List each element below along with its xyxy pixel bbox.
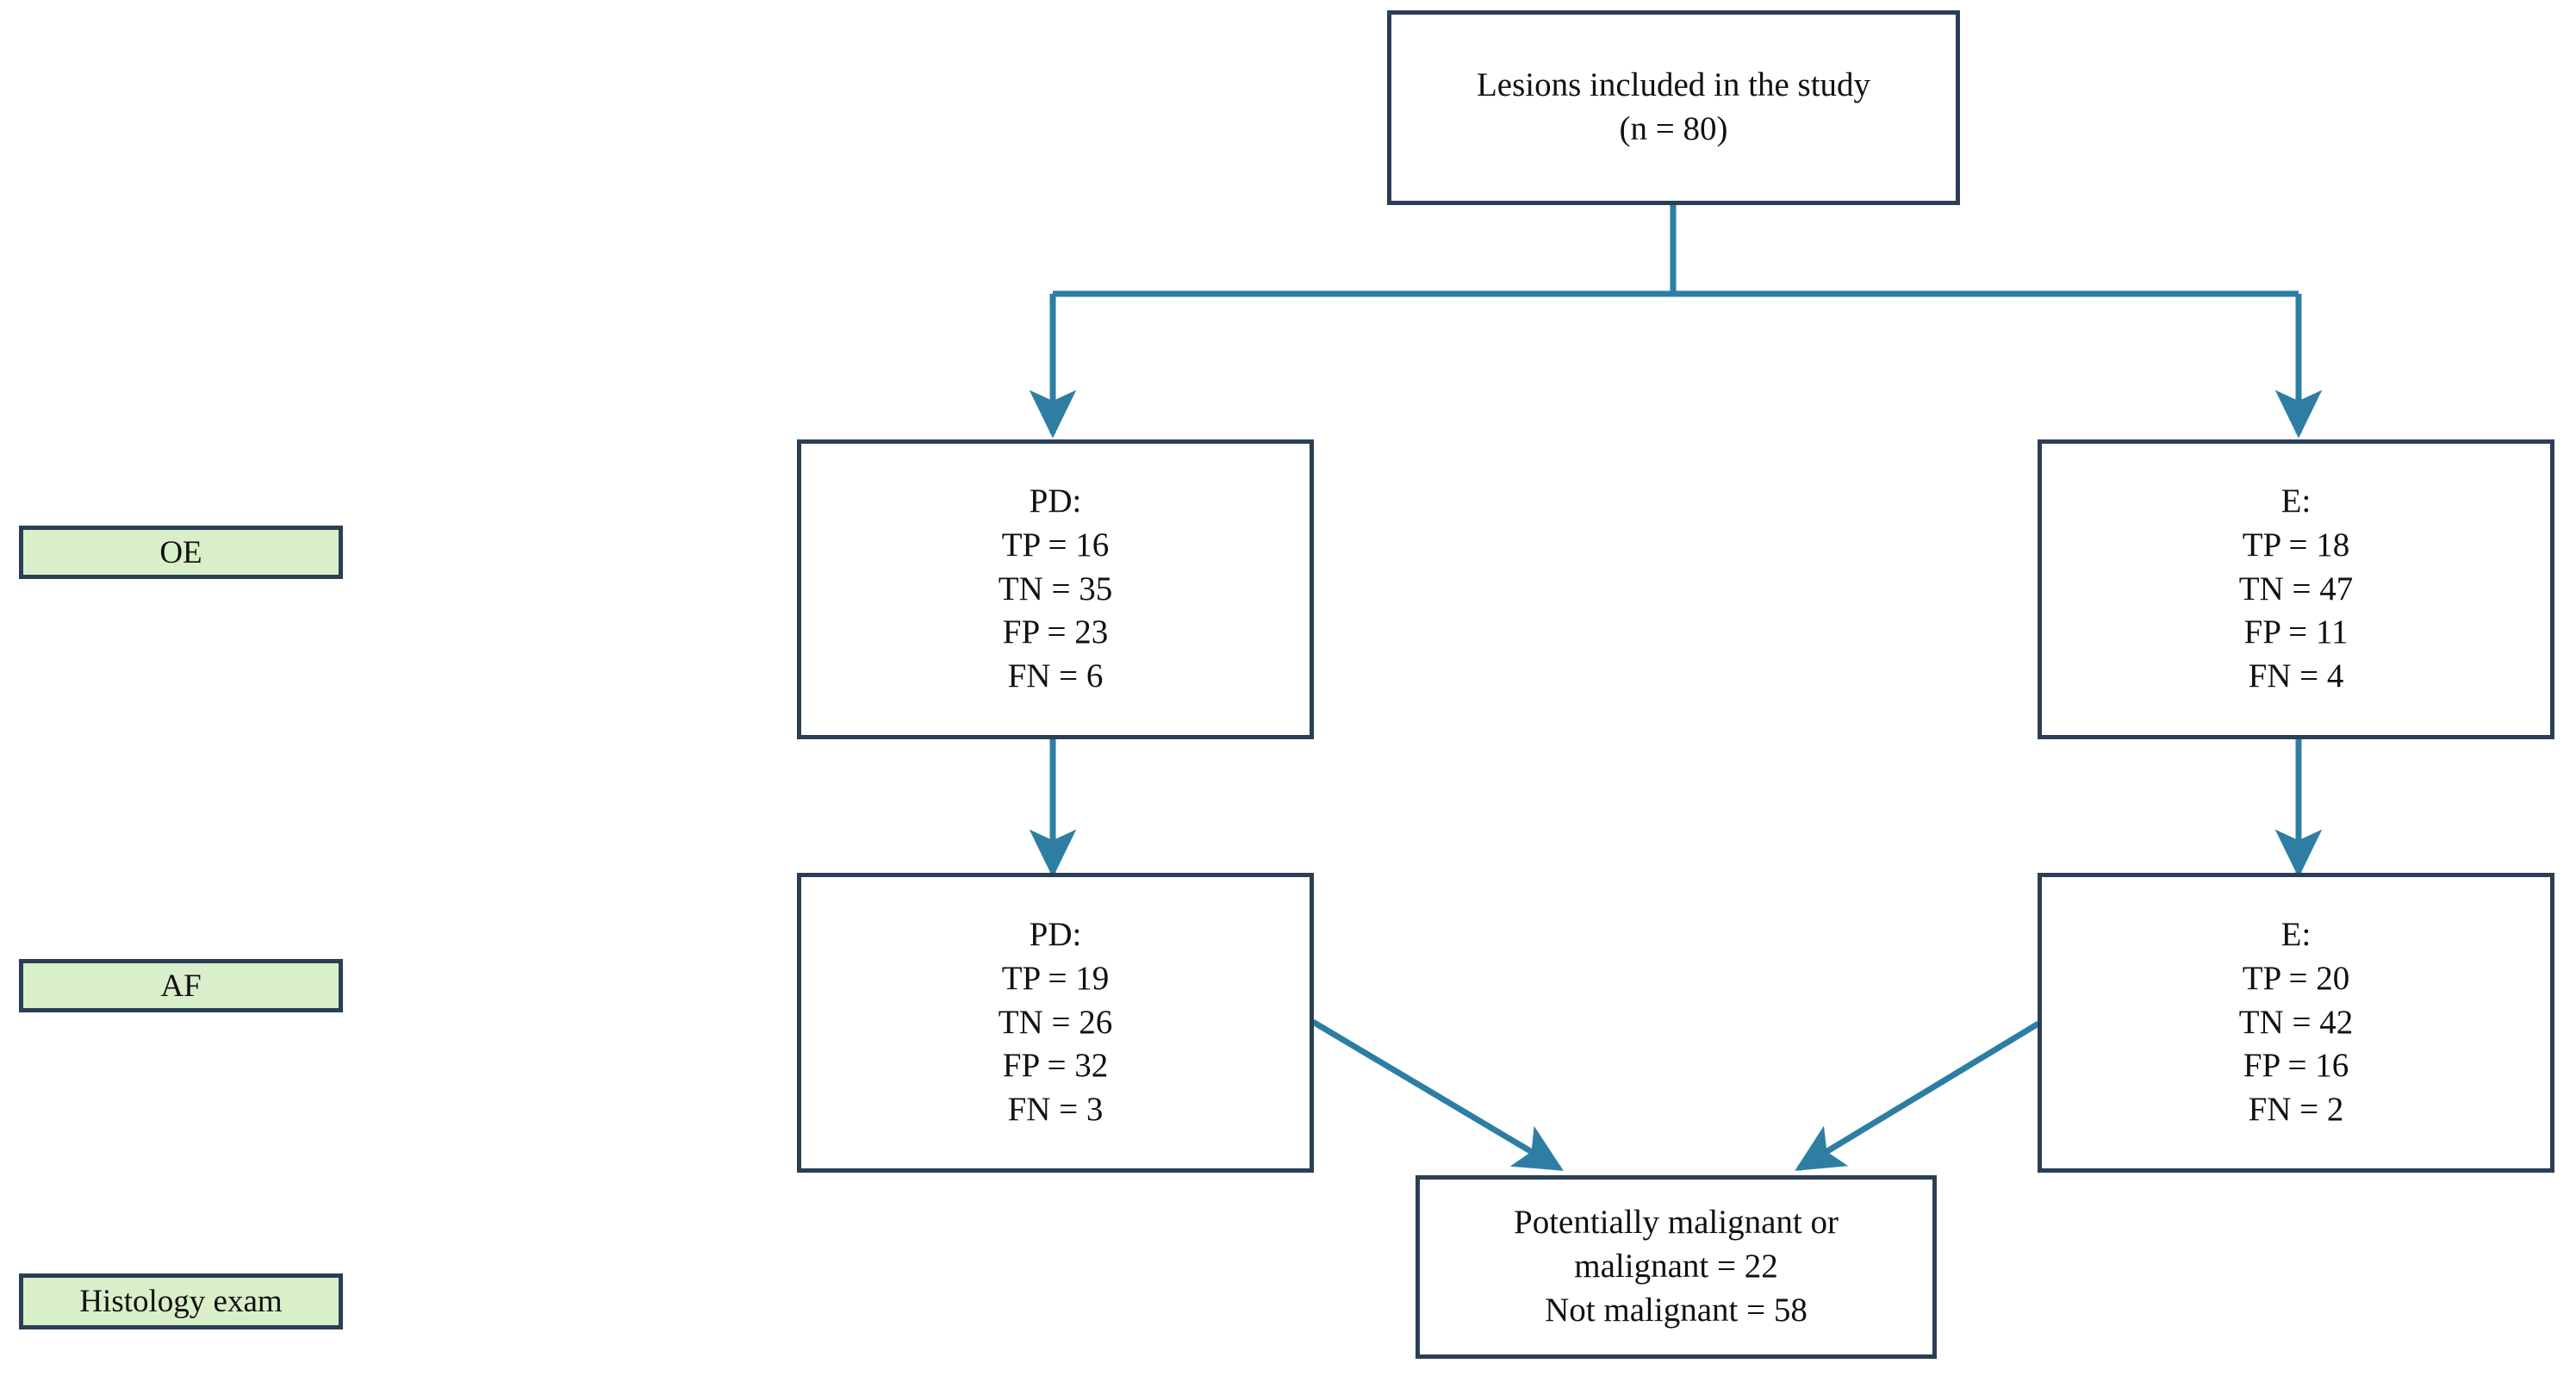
edge-af-pd-to-outcome (1311, 1018, 1564, 1172)
node-oe-pd-tn: TN = 35 (998, 570, 1113, 607)
legend-label-af: AF (160, 968, 202, 1004)
node-af-e-tn: TN = 42 (2238, 1003, 2354, 1041)
node-oe-e-fn: FN = 4 (2248, 657, 2344, 695)
node-af-e-fp: FP = 16 (2243, 1047, 2349, 1085)
node-af-pd-title: PD: (1029, 916, 1082, 954)
node-oe-e-fp: FP = 11 (2243, 613, 2349, 651)
node-oe-pd-fp: FP = 23 (1002, 613, 1109, 651)
node-af-e-fn: FN = 2 (2248, 1091, 2344, 1129)
legend-label-oe: OE (159, 534, 202, 570)
node-af-pd-fn: FN = 3 (1007, 1091, 1104, 1129)
node-lesions-included[interactable]: Lesions included in the study (n = 80) (1387, 10, 1960, 205)
node-oe-pd-tp: TP = 16 (1001, 526, 1110, 563)
node-af-e-title: E: (2280, 916, 2312, 954)
node-oe-e-tn: TN = 47 (2238, 570, 2354, 607)
legend-item-af[interactable]: AF (19, 959, 343, 1012)
node-af-pd-tn: TN = 26 (998, 1003, 1113, 1041)
node-af-pd-fp: FP = 32 (1002, 1047, 1109, 1085)
legend-label-histology: Histology exam (79, 1284, 283, 1319)
node-outcome-line-3: Not malignant = 58 (1545, 1291, 1808, 1329)
node-oe-e[interactable]: E: TP = 18 TN = 47 FP = 11 FN = 4 (2038, 439, 2554, 739)
edge-af-e-to-outcome (1795, 1021, 2040, 1171)
node-af-pd-tp: TP = 19 (1001, 959, 1110, 997)
node-af-e[interactable]: E: TP = 20 TN = 42 FP = 16 FN = 2 (2038, 873, 2554, 1173)
node-af-e-tp: TP = 20 (2242, 959, 2350, 997)
node-oe-pd-title: PD: (1029, 483, 1082, 520)
legend-item-histology[interactable]: Histology exam (19, 1273, 343, 1329)
node-oe-pd-fn: FN = 6 (1007, 657, 1104, 695)
node-histology-outcome[interactable]: Potentially malignant or malignant = 22 … (1416, 1175, 1937, 1359)
node-outcome-line-2: malignant = 22 (1574, 1248, 1778, 1286)
node-oe-e-title: E: (2280, 483, 2312, 520)
node-outcome-line-1: Potentially malignant or (1514, 1204, 1839, 1242)
node-root-line-2: (n = 80) (1619, 110, 1728, 147)
node-af-pd[interactable]: PD: TP = 19 TN = 26 FP = 32 FN = 3 (797, 873, 1314, 1173)
node-oe-e-tp: TP = 18 (2242, 526, 2350, 563)
legend-item-oe[interactable]: OE (19, 526, 343, 579)
node-root-line-1: Lesions included in the study (1476, 66, 1871, 104)
node-oe-pd[interactable]: PD: TP = 16 TN = 35 FP = 23 FN = 6 (797, 439, 1314, 739)
